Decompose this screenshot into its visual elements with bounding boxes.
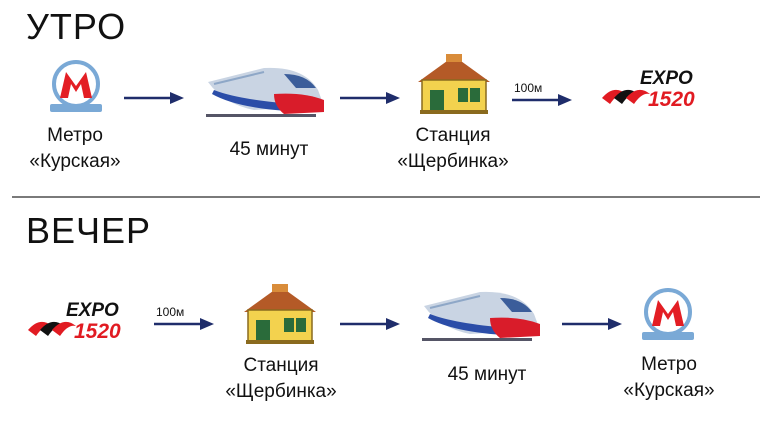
expo-swoosh-icon xyxy=(602,89,650,104)
train-label: 45 минут xyxy=(447,364,527,385)
station-label: Станция «Щербинка» xyxy=(196,353,366,405)
arrow-right-icon xyxy=(562,318,622,330)
expo-logo: EXPO 1520 xyxy=(26,300,136,346)
station-label-line2: «Щербинка» xyxy=(225,381,337,402)
metro-label-line1: Метро xyxy=(641,354,697,375)
expo-number: 1520 xyxy=(648,88,695,111)
expo-swoosh-icon xyxy=(28,321,76,336)
station-label-line1: Станция xyxy=(243,355,319,376)
arrow-right-icon xyxy=(340,318,400,330)
train-icon xyxy=(422,291,540,341)
evening-title: ВЕЧЕР xyxy=(26,210,152,251)
metro-label: Метро «Курская» xyxy=(584,352,754,404)
station-label-line1: Станция xyxy=(415,125,491,146)
station-label-line2: «Щербинка» xyxy=(397,151,509,172)
metro-label-line2: «Курская» xyxy=(29,151,121,172)
metro-label-line2: «Курская» xyxy=(623,380,715,401)
train-icon xyxy=(206,67,324,117)
distance-label: 100м xyxy=(514,81,543,95)
metro-icon xyxy=(50,60,102,112)
distance-label: 100м xyxy=(156,305,185,319)
metro-label-line1: Метро xyxy=(47,125,103,146)
morning-title: УТРО xyxy=(26,6,127,47)
arrow-right-icon xyxy=(124,92,184,104)
arrow-right-icon xyxy=(154,318,214,330)
arrow-right-icon xyxy=(340,92,400,104)
expo-word: EXPO xyxy=(640,68,693,89)
station-label: Станция «Щербинка» xyxy=(368,123,538,175)
arrow-right-icon xyxy=(512,94,572,106)
metro-label: Метро «Курская» xyxy=(0,123,160,175)
expo-word: EXPO xyxy=(66,300,119,321)
expo-number: 1520 xyxy=(74,320,121,343)
station-house-icon xyxy=(244,284,316,344)
station-house-icon xyxy=(418,54,490,114)
train-label: 45 минут xyxy=(229,139,309,160)
expo-logo: EXPO 1520 xyxy=(600,68,710,114)
metro-icon xyxy=(642,288,694,340)
section-divider xyxy=(12,196,760,198)
